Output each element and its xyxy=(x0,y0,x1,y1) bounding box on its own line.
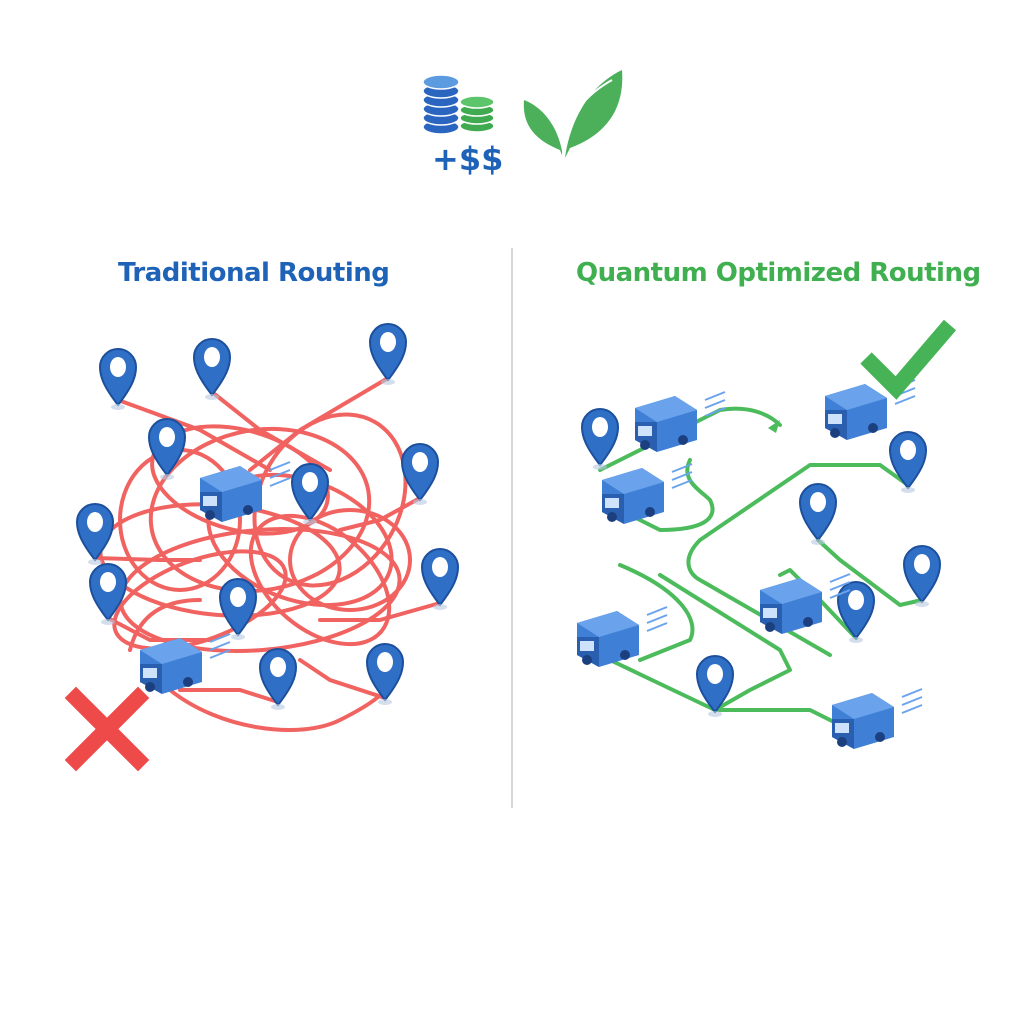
delivery-truck-icon xyxy=(577,606,668,667)
map-pin-icon xyxy=(696,655,734,718)
divider xyxy=(511,248,513,808)
leaf-icon xyxy=(523,70,623,160)
map-pin-icon xyxy=(401,443,439,506)
optimized-routes xyxy=(598,406,924,732)
map-pin-icon xyxy=(89,563,127,626)
map-pin-icon xyxy=(421,548,459,611)
map-pin-icon xyxy=(903,545,941,608)
delivery-truck-icon xyxy=(832,688,923,749)
map-pin-icon xyxy=(259,648,297,711)
money-label: +$$ xyxy=(432,140,504,178)
map-pin-icon xyxy=(76,503,114,566)
delivery-truck-icon xyxy=(635,391,726,452)
map-pin-icon xyxy=(581,408,619,471)
traditional-routing-title: Traditional Routing xyxy=(118,258,390,288)
red-x-icon xyxy=(64,686,150,772)
map-pin-icon xyxy=(99,348,137,411)
green-check-icon xyxy=(860,319,957,400)
delivery-truck-icon xyxy=(760,573,851,634)
map-pin-icon xyxy=(837,581,875,644)
coin-stack-icon xyxy=(422,74,495,135)
map-pin-icon xyxy=(193,338,231,401)
delivery-truck-icon xyxy=(602,463,693,524)
map-pin-icon xyxy=(799,483,837,546)
quantum-routing-title: Quantum Optimized Routing xyxy=(576,258,981,288)
delivery-truck-icon xyxy=(140,633,231,694)
map-pin-icon xyxy=(889,431,927,494)
traditional-routes xyxy=(93,376,442,732)
delivery-truck-icon xyxy=(200,461,291,522)
map-pin-icon xyxy=(369,323,407,386)
